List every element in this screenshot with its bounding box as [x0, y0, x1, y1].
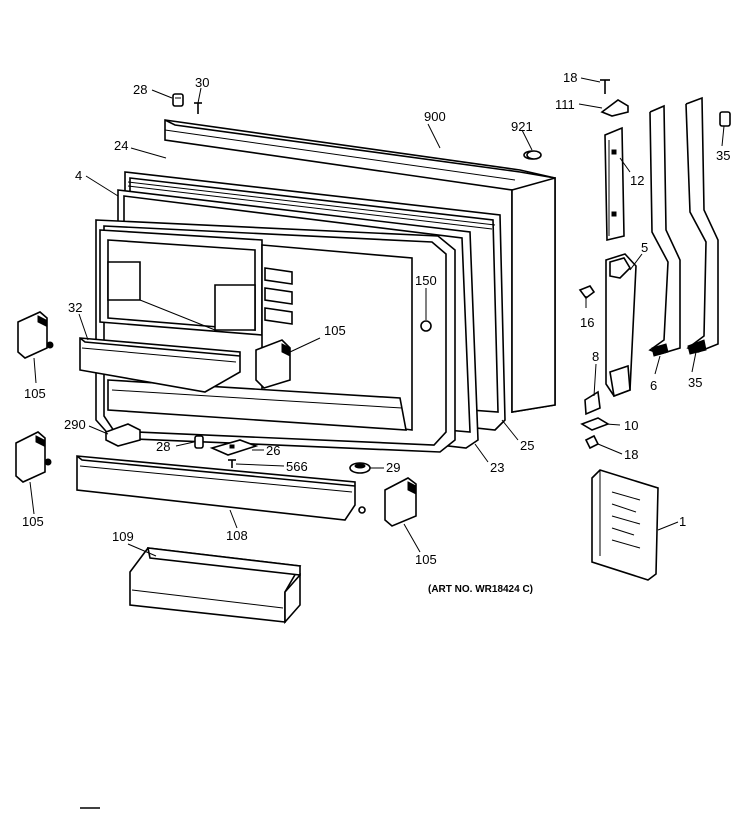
shelf-support-left-upper: [17, 311, 54, 359]
callout-29: 29: [386, 460, 400, 475]
callout-105-left-upper: 105: [24, 386, 46, 401]
callout-35-bottom: 35: [688, 375, 702, 390]
shelf-support-center: [255, 339, 291, 389]
block-35: [719, 111, 731, 127]
callout-1: 1: [679, 514, 686, 529]
callout-18-bottom: 18: [624, 447, 638, 462]
callout-26: 26: [266, 443, 280, 458]
callout-4: 4: [75, 168, 82, 183]
callout-28-top: 28: [133, 82, 147, 97]
callout-10: 10: [624, 418, 638, 433]
callout-108: 108: [226, 528, 248, 543]
bracket-8: [584, 390, 601, 416]
callout-32: 32: [68, 300, 82, 315]
callout-290: 290: [64, 417, 86, 432]
bumper-29: [349, 462, 371, 474]
callout-6: 6: [650, 378, 657, 393]
inner-door-liner: [95, 219, 456, 453]
callout-105-center: 105: [324, 323, 346, 338]
bracket-12: [604, 126, 625, 242]
screw-16: [578, 285, 596, 300]
callout-24: 24: [114, 138, 128, 153]
clip-290: [105, 423, 141, 447]
callout-16: 16: [580, 315, 594, 330]
plug-150: [420, 320, 432, 332]
callout-111: 111: [555, 97, 575, 112]
bracket-5: [605, 253, 637, 398]
callout-921: 921: [511, 119, 533, 134]
outer-door-panel: [164, 119, 556, 413]
hinge-arm-6: [648, 104, 681, 357]
shelf-support-left-lower: [15, 431, 52, 483]
shelf-support-bottom: [384, 477, 417, 527]
screw-28-top: [172, 93, 184, 107]
callout-5: 5: [641, 240, 648, 255]
callout-labels: 28 30 24 4 900 921 18 111 12 35 5 150 16…: [22, 70, 730, 595]
screw-18-top: [600, 79, 610, 94]
callout-900: 900: [424, 109, 446, 124]
plate-26: [209, 439, 259, 456]
callout-109: 109: [112, 529, 134, 544]
door-shelf-32: [79, 337, 241, 393]
clip-10: [580, 417, 610, 431]
screw-18-bottom: [584, 434, 600, 450]
callout-105-bottom: 105: [415, 552, 437, 567]
manual-1: [591, 469, 659, 581]
callout-35-top: 35: [716, 148, 730, 163]
callout-28-bottom: 28: [156, 439, 170, 454]
callout-150: 150: [415, 273, 437, 288]
screw-28-bottom: [194, 435, 204, 449]
callout-105-left-lower: 105: [22, 514, 44, 529]
callout-12: 12: [630, 173, 644, 188]
hinge-arm-35: [685, 96, 719, 355]
callout-8: 8: [592, 349, 599, 364]
door-bin-109: [129, 547, 302, 625]
clip-111: [600, 99, 629, 117]
screw-566: [228, 459, 236, 468]
callout-23: 23: [490, 460, 504, 475]
leader-lines: [29, 77, 725, 557]
callout-25: 25: [520, 438, 534, 453]
callout-18-top: 18: [563, 70, 577, 85]
cap-921: [526, 150, 542, 160]
art-number: (ART NO. WR18424 C): [428, 584, 533, 595]
screw-30: [194, 102, 202, 114]
callout-30: 30: [195, 75, 209, 90]
door-shelf-108: [76, 455, 366, 521]
callout-566: 566: [286, 459, 308, 474]
